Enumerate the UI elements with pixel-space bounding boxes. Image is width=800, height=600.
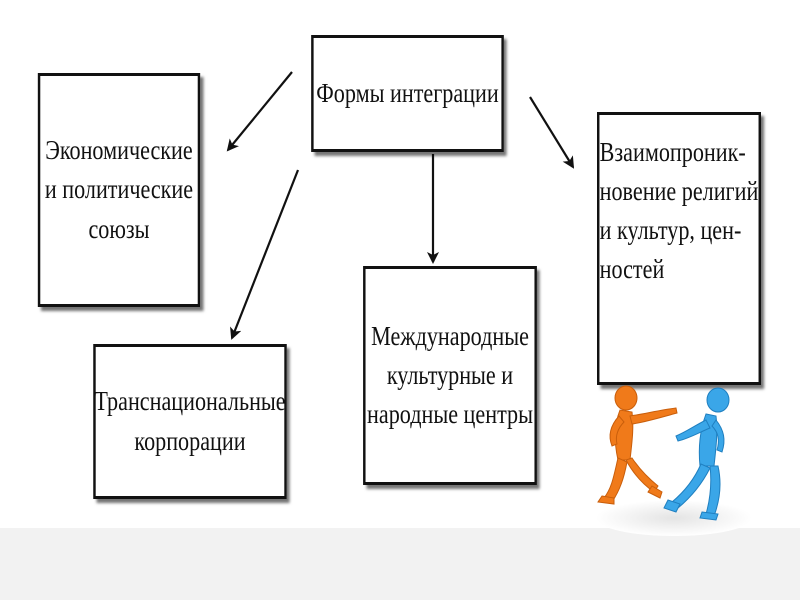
two-people-talking-icon bbox=[594, 380, 756, 538]
node-box-centers: Международные культурные и народные цент… bbox=[363, 266, 537, 485]
node-label-interpenetration: Взаимопроник- новение религий и культур,… bbox=[600, 133, 759, 290]
node-label-centers: Международные культурные и народные цент… bbox=[367, 317, 533, 434]
arrow-to-interp bbox=[530, 97, 573, 167]
node-box-unions: Экономические и политические союзы bbox=[38, 73, 200, 307]
node-box-interpenetration: Взаимопроник- новение религий и культур,… bbox=[597, 112, 761, 385]
arrow-to-corps bbox=[232, 170, 298, 338]
node-box-corporations: Транснациональные корпорации bbox=[93, 344, 287, 499]
orange-figure bbox=[598, 386, 677, 504]
arrow-to-unions bbox=[228, 72, 292, 150]
root-box-forms-of-integration: Формы интеграции bbox=[311, 35, 504, 152]
node-label-corporations: Транснациональные корпорации bbox=[94, 382, 285, 460]
root-label: Формы интеграции bbox=[316, 74, 498, 113]
node-label-unions: Экономические и политические союзы bbox=[45, 131, 193, 248]
